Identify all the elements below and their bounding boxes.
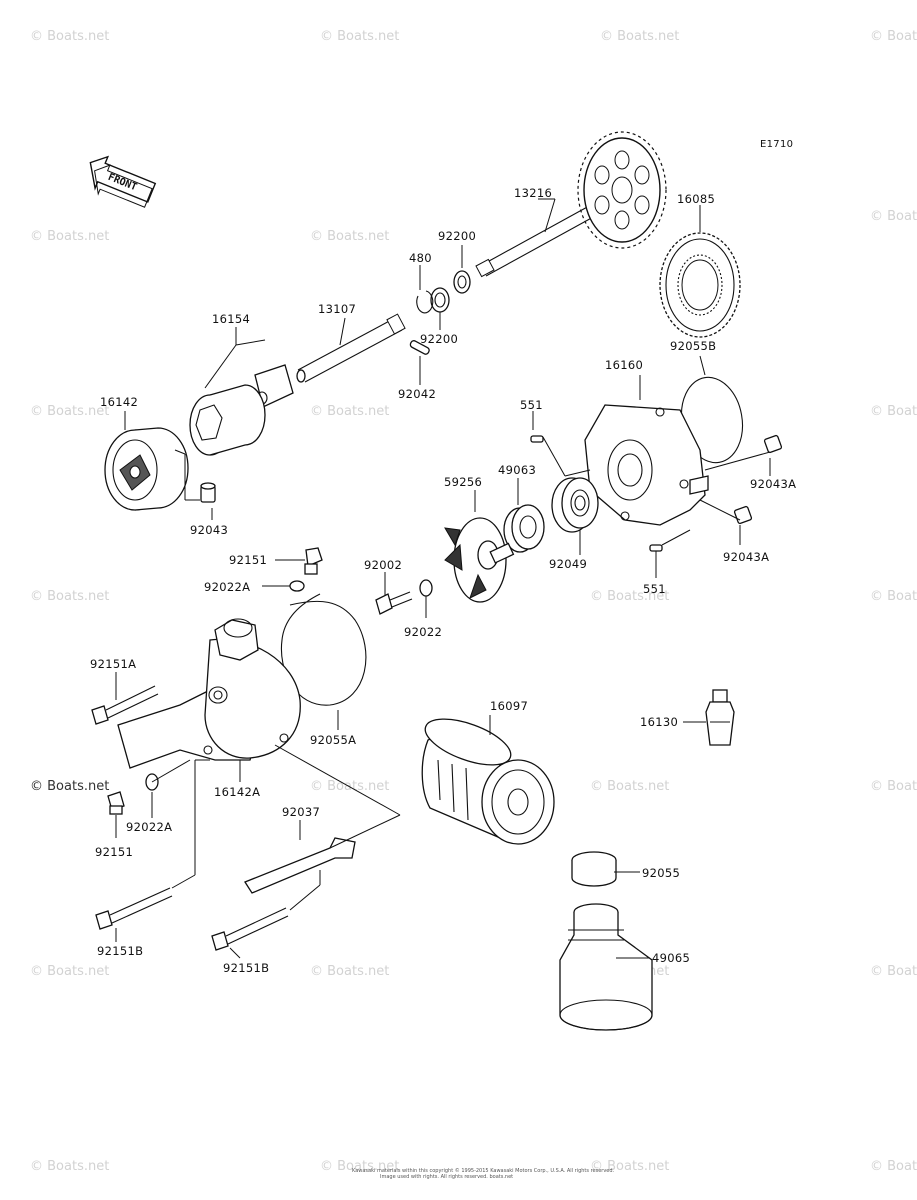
watermark: © Boats.net [30,29,109,44]
label-92200-bottom: 92200 [420,332,458,346]
bolt-92002 [375,591,413,615]
label-49065: 49065 [652,951,690,965]
label-92151-top: 92151 [229,553,267,567]
bracket-92037 [244,837,356,894]
pin-92042 [409,340,430,355]
copyright-line-1: Kawasaki materials within this copyright… [352,1167,615,1174]
label-49063: 49063 [498,463,536,477]
diagram-code: E1710 [760,139,793,150]
watermark: © Boats.net [870,29,917,44]
label-92055: 92055 [642,866,680,880]
copyright-notice: Kawasaki materials within this copyright… [352,1167,615,1180]
washer-92022 [419,579,433,597]
tool-49065 [559,903,653,1031]
front-arrow-icon: FRONT [89,155,157,208]
watermark: © Boats.net [870,964,917,979]
watermark-layer: © Boats.net © Boats.net © Boats.net © Bo… [30,29,917,1174]
pump-body-16142A [117,618,301,769]
leader-lines [115,198,771,959]
label-59256: 59256 [444,475,482,489]
watermark: © Boats.net [30,229,109,244]
bolt-92151B-mid [211,907,289,951]
label-92151B-left: 92151B [97,944,143,958]
label-16142: 16142 [100,395,138,409]
label-16160: 16160 [605,358,643,372]
label-16097: 16097 [490,699,528,713]
label-92042: 92042 [398,387,436,401]
watermark: © Boats.net [310,404,389,419]
label-92022A-bottom: 92022A [126,820,172,834]
oil-filter-16097 [421,718,555,845]
label-16154: 16154 [212,312,250,326]
watermark: © Boats.net [870,779,917,794]
label-92043A-lower: 92043A [723,550,769,564]
label-16130: 16130 [640,715,678,729]
watermark: © Boats.net [30,964,109,979]
label-16142A: 16142A [214,785,260,799]
watermark: © Boats.net [600,29,679,44]
bolt-92151A [91,685,159,725]
watermark: © Boats.net [30,404,109,419]
label-92037: 92037 [282,805,320,819]
washers-92200 [416,270,471,314]
label-13216: 13216 [514,186,552,200]
pump-cover-16160 [584,404,709,526]
watermark: © Boats.net [590,779,669,794]
shaft-13107 [296,313,406,383]
pins-551 [530,435,663,552]
label-92049: 92049 [549,557,587,571]
label-92055B: 92055B [670,339,716,353]
rotor-16142 [104,427,189,511]
label-92002: 92002 [364,558,402,572]
watermark: © Boats.net [590,1159,669,1174]
seal-49063 [503,504,545,553]
label-16085: 16085 [677,192,715,206]
part-labels: 13216 16085 92200 480 92200 13107 16154 … [90,186,796,975]
label-92200-top: 92200 [438,229,476,243]
watermark: © Boats.net [870,404,917,419]
label-92022: 92022 [404,625,442,639]
label-92151A: 92151A [90,657,136,671]
watermark: © Boats.net [310,229,389,244]
label-92022A-top: 92022A [204,580,250,594]
label-92055A: 92055A [310,733,356,747]
watermark: © Boats.net [320,1159,399,1174]
bolt-92151 [304,547,323,575]
label-92043A-upper: 92043A [750,477,796,491]
sensor-16130 [705,689,735,746]
watermark: © Boats.net [30,589,109,604]
bolt-92151-lower [107,791,125,815]
oil-pump-shaft-gear [475,131,667,278]
watermark: © Boats.net [320,29,399,44]
label-92151-bottom: 92151 [95,845,133,859]
watermark: © Boats.net [30,779,109,794]
watermark: © Boats.net [310,964,389,979]
label-551-bottom: 551 [643,582,666,596]
label-92043: 92043 [190,523,228,537]
bearing-92049 [551,477,599,533]
washer-92022A [289,580,305,592]
label-13107: 13107 [318,302,356,316]
rotor-16154 [189,364,294,456]
seal-92055 [571,851,617,887]
label-92151B-mid: 92151B [223,961,269,975]
watermark: © Boats.net [870,589,917,604]
watermark: © Boats.net [590,589,669,604]
impeller-59256 [444,517,515,603]
watermark: © Boats.net [870,209,917,224]
o-ring-92055A [280,593,367,706]
watermark: © Boats.net [870,1159,917,1174]
gear-16085 [659,232,741,338]
pin-92043 [200,482,216,503]
copyright-line-2: Image used with rights. All rights reser… [380,1174,513,1180]
bolt-92151B-left [95,887,173,930]
label-551-top: 551 [520,398,543,412]
label-480: 480 [409,251,432,265]
watermark: © Boats.net [30,1159,109,1174]
